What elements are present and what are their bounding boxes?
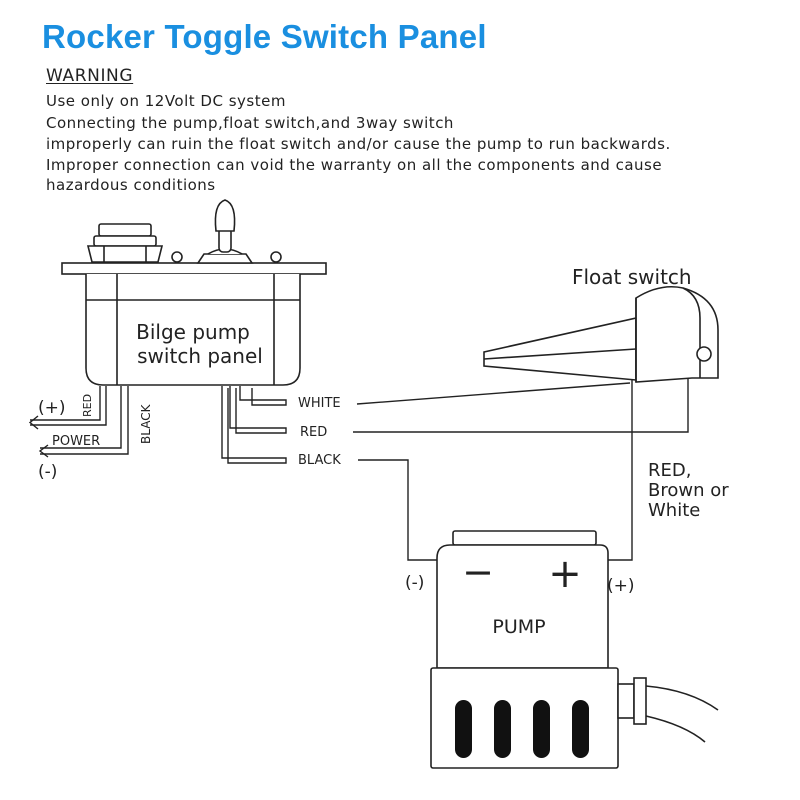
output-red-label: RED [300,425,327,440]
push-button [86,223,164,263]
red-to-float-wire [353,375,689,433]
warning-line-1: Use only on 12Volt DC system [46,92,286,110]
panel-screw-right [270,251,282,263]
toggle-switch [196,199,254,264]
pump-positive-terminal: (+) [607,576,635,596]
pump-slot [455,700,472,758]
output-black-wire [221,386,287,464]
pump-slot [494,700,511,758]
pump-negative-terminal: (-) [405,573,424,593]
pump-label: PUMP [492,616,545,638]
warning-line-3: improperly can ruin the float switch and… [46,135,671,153]
bilge-pump [430,530,719,769]
output-red-wire [229,386,287,434]
float-wire-note-line-2: Brown or [648,480,729,501]
power-black-wire-label: BLACK [139,403,153,444]
float-wire-note-line-3: White [648,500,700,521]
float-arm [483,317,637,381]
float-to-pump-wire [604,380,633,561]
warning-line-5: hazardous conditions [46,176,216,194]
power-label: POWER [52,434,100,449]
panel-housing [85,274,301,386]
warning-heading: WARNING [46,66,134,86]
white-to-float-wire [356,382,631,405]
pump-minus-symbol: − [462,550,494,594]
power-red-wire-label: RED [81,394,94,417]
power-negative-label: (-) [38,462,57,482]
bilge-pump-switch-panel [61,199,327,386]
pump-top-cap [452,530,597,546]
float-housing [635,285,719,383]
float-pivot [696,346,712,362]
power-red-wire [28,386,107,430]
pump-outlet [617,677,719,743]
panel-label-line-2: switch panel [137,344,263,368]
output-white-wire [239,386,287,406]
panel-top-plate [61,262,327,275]
panel-screw-left [171,251,183,263]
output-black-label: BLACK [298,453,341,468]
power-black-wire [38,386,129,458]
pump-slot [572,700,589,758]
float-switch-label: Float switch [572,265,692,289]
warning-line-2: Connecting the pump,float switch,and 3wa… [46,114,454,132]
float-arm-ridge [483,348,637,360]
warning-line-4: Improper connection can void the warrant… [46,156,663,174]
black-to-pump-wire [358,459,437,561]
pump-intake-slots [455,700,589,758]
output-white-label: WHITE [298,396,341,411]
panel-label-line-1: Bilge pump [136,320,250,344]
power-positive-label: (+) [38,398,66,418]
pump-plus-symbol: + [548,551,582,597]
float-wire-note-line-1: RED, [648,460,691,481]
page-title: Rocker Toggle Switch Panel [42,18,487,55]
pump-slot [533,700,550,758]
float-switch [483,285,719,383]
